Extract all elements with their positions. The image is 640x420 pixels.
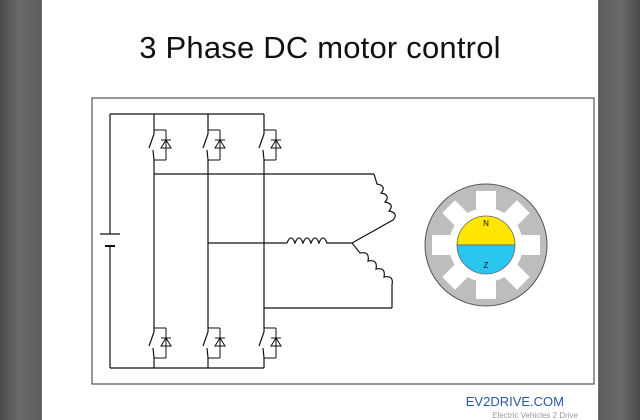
switch-icon xyxy=(258,321,282,365)
leg-1 xyxy=(148,114,172,368)
north-label: N xyxy=(483,219,489,228)
rotor-south xyxy=(456,244,516,275)
diagram-frame xyxy=(91,97,595,385)
switch-icon xyxy=(202,123,226,167)
south-label: Z xyxy=(484,261,489,270)
rotor-north xyxy=(456,215,516,246)
switch-icon xyxy=(202,321,226,365)
brand-name: EV2DRIVE.COM xyxy=(465,394,564,409)
motor-icon: N Z xyxy=(424,183,548,307)
switch-icon xyxy=(148,321,172,365)
coil-icon xyxy=(286,173,396,308)
slide: 3 Phase DC motor control xyxy=(42,0,598,420)
slide-title: 3 Phase DC motor control xyxy=(139,30,501,65)
brand-tagline: Electric Vehicles 2 Drive xyxy=(492,411,578,420)
leg-3 xyxy=(258,114,282,368)
leg-2 xyxy=(202,114,226,368)
circuit-diagram: N Z xyxy=(91,97,595,385)
switch-icon xyxy=(148,123,172,167)
switch-icon xyxy=(258,123,282,167)
battery-icon xyxy=(100,233,120,247)
